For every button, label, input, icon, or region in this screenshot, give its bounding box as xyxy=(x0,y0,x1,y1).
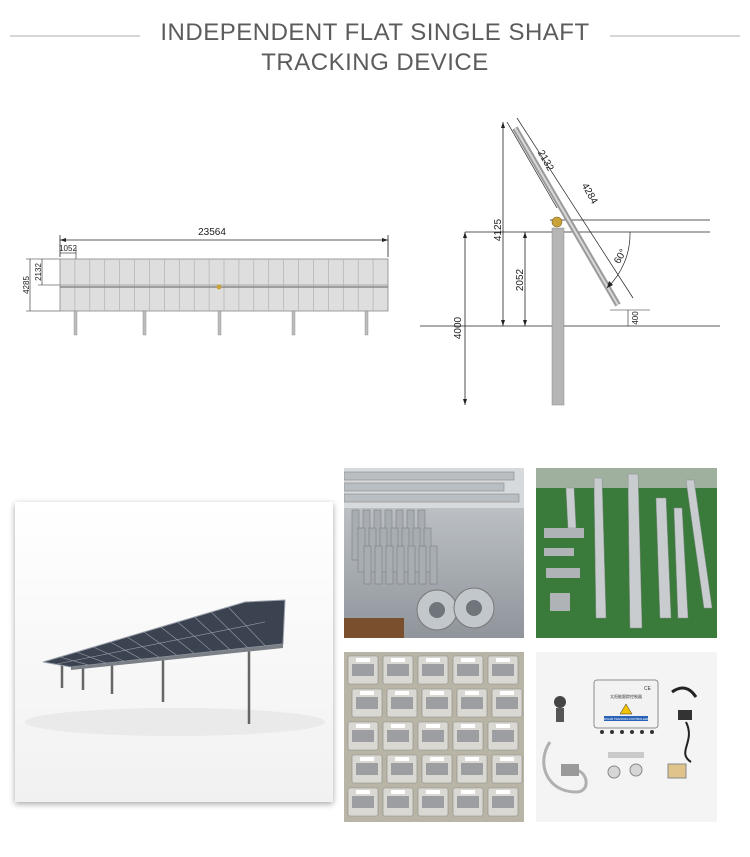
controller-box-label-cn: 太阳能跟踪控制器 xyxy=(610,693,642,699)
page-title: INDEPENDENT FLAT SINGLE SHAFT TRACKING D… xyxy=(150,18,600,78)
front-height-total: 4285 xyxy=(22,276,31,294)
side-pivot-height: 4125 xyxy=(493,218,504,241)
rails-photo xyxy=(536,468,717,638)
header-rule-right xyxy=(610,35,740,37)
fastener-bags-photo xyxy=(344,652,524,822)
steel-parts-photo xyxy=(344,468,524,638)
page-title-line1: INDEPENDENT FLAT SINGLE SHAFT xyxy=(160,19,590,46)
side-min-clearance: 400 xyxy=(631,311,640,325)
side-view-drawing: 4000 4125 2052 400 2132 4284 60° xyxy=(420,117,720,406)
side-ground-height: 4000 xyxy=(453,316,464,339)
controller-box-mark: CE xyxy=(644,686,652,692)
front-view-drawing: 23564 1052 4285 2132 xyxy=(22,227,389,336)
header-rule-left xyxy=(10,35,140,37)
tracker-render-photo xyxy=(15,502,333,802)
front-module-width: 1052 xyxy=(59,244,77,253)
side-tilt-angle: 60° xyxy=(612,247,629,266)
tracker-render xyxy=(25,599,325,736)
side-panel-total: 4284 xyxy=(579,181,600,206)
controller-box-label-en: SOLAR TRACKING CONTROLLER xyxy=(604,717,649,721)
side-post-height: 2052 xyxy=(515,268,526,291)
controller-kit-photo: CE 太阳能跟踪控制器 SOLAR TRACKING CONTROLLER xyxy=(536,652,717,822)
page-title-line2: TRACKING DEVICE xyxy=(261,49,489,76)
front-overall-length: 23564 xyxy=(198,227,226,238)
front-height-panel: 2132 xyxy=(34,263,43,281)
